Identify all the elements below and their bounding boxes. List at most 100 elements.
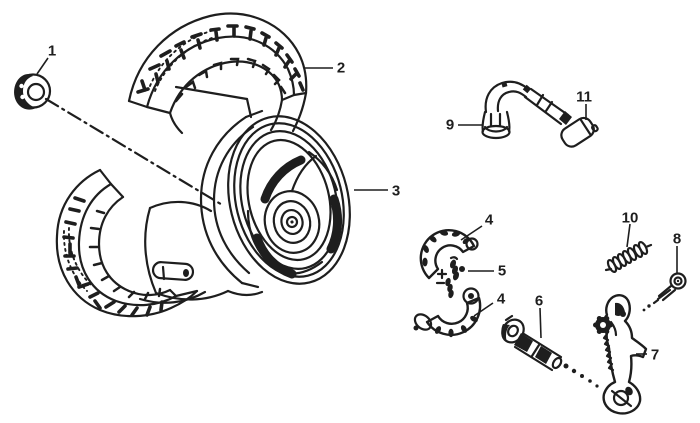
arm-head-hole — [620, 311, 626, 317]
tube-nub — [501, 82, 508, 88]
tire-outer-edge — [55, 168, 199, 318]
cam-tail-dot — [588, 379, 592, 383]
lining-texture — [429, 235, 437, 243]
tube-clip — [522, 84, 532, 94]
leader-line — [473, 302, 494, 317]
bolt-head — [669, 272, 687, 290]
part-number-label: 3 — [392, 182, 400, 199]
spoke-edge — [246, 209, 264, 257]
spring-coil — [445, 277, 451, 287]
tread-inner-blocks — [174, 57, 287, 103]
tire-tread-boundary — [77, 182, 178, 307]
lining-texture — [462, 237, 470, 245]
callout-brake-shoe-lower: 4 — [473, 290, 506, 317]
part-number-label: 5 — [498, 262, 506, 279]
callout-pivot-bolt: 8 — [673, 230, 681, 274]
tire-bead-ghost — [245, 97, 253, 119]
tread-inner-blocks — [88, 209, 162, 301]
bolt-center-dot — [676, 279, 680, 283]
ferrule-separator — [535, 93, 554, 113]
tire-top-cut-end — [98, 168, 125, 199]
tire-right-continuation — [269, 98, 284, 132]
brake-cam-drawing — [501, 314, 599, 388]
hub-bore — [285, 215, 299, 229]
part-number-label: 8 — [673, 230, 681, 247]
lining-texture — [422, 257, 428, 267]
boot-end-line — [579, 118, 592, 136]
callout-shoe-spring: 5 — [468, 262, 506, 279]
spring-hook — [449, 256, 459, 261]
part-number-label: 1 — [48, 42, 56, 59]
cam-end-ring — [551, 356, 563, 370]
shoe-spring-drawing — [435, 256, 465, 299]
cam-tail-dot — [595, 384, 599, 388]
arm-flower-lobe — [604, 316, 610, 321]
spoke-edge — [290, 154, 318, 193]
hub-ring — [263, 190, 321, 254]
callout-axle-nut: 1 — [36, 42, 56, 75]
valve-weight-end — [183, 269, 189, 277]
part-number-label: 4 — [497, 290, 506, 307]
rim-barrel-bottom-join — [240, 281, 260, 289]
tire-bottom-cut-end — [168, 288, 199, 298]
boot-body — [560, 116, 595, 148]
nut-shaded-facet — [14, 74, 36, 110]
part-number-label: 11 — [576, 88, 592, 105]
leader-line — [36, 57, 49, 75]
ferrule-end-cap — [559, 111, 572, 125]
cam-shaft-edge — [513, 345, 554, 372]
part-number-label: 2 — [337, 59, 345, 76]
callout-brake-cam: 6 — [535, 292, 543, 339]
arm-inner-line — [609, 320, 618, 337]
spring-end-hook — [604, 243, 653, 272]
return-spring-drawing — [604, 240, 653, 274]
callout-tire: 2 — [304, 59, 345, 76]
spring-cross-mark — [435, 268, 448, 285]
tire-lower-drawing — [55, 168, 207, 318]
tire-outer-edge — [127, 12, 308, 103]
part-number-label: 7 — [651, 346, 659, 363]
tire-left-cut-end — [127, 99, 172, 115]
arm-clamp-slot — [610, 389, 633, 408]
spring-coil — [448, 289, 454, 299]
brake-shoe-upper-drawing — [419, 229, 479, 280]
elbow-tube-outer — [484, 80, 530, 114]
lining-texture — [423, 245, 429, 253]
spring-coil — [452, 271, 460, 281]
shoe-end-tip — [413, 325, 419, 331]
shoe-pivot-boss — [462, 287, 480, 305]
rim-face-rings — [227, 115, 351, 285]
cable-elbow-drawing — [481, 80, 572, 140]
arm-flower-hole — [600, 322, 606, 328]
cam-key-notch — [504, 314, 514, 322]
barrel-bottom-edge — [154, 289, 230, 301]
cam-tail-dot — [563, 363, 569, 369]
bolt-shaft — [657, 284, 677, 302]
bolt-thread — [656, 288, 672, 301]
cam-dark-band — [535, 346, 552, 364]
valve-weight-line — [161, 265, 166, 281]
bolt-head-inner — [673, 276, 683, 286]
part-number-label: 6 — [535, 292, 543, 309]
arm-flower-lobe — [593, 322, 598, 328]
arm-clamp-shade — [625, 386, 633, 396]
lining-texture — [434, 326, 442, 334]
cup-inner-line — [489, 112, 502, 128]
axle-nut-drawing — [14, 73, 52, 110]
leader-line — [460, 225, 483, 241]
boot-nub — [591, 124, 599, 133]
tire-bead-edge — [97, 195, 172, 297]
callout-cable-elbow: 9 — [446, 116, 482, 133]
brake-shoe-lower-drawing — [413, 287, 482, 338]
rim-ring — [227, 115, 351, 285]
callout-brake-shoe-upper: 4 — [460, 211, 494, 241]
part-number-label: 4 — [485, 211, 494, 228]
barrel-top-edge — [148, 200, 213, 213]
tire-ghost-curve — [138, 290, 207, 304]
nut-flange — [14, 73, 52, 109]
tire-bead-ghost — [174, 85, 249, 101]
tread-seam-dotted — [68, 227, 92, 286]
cam-ridge — [530, 343, 541, 358]
